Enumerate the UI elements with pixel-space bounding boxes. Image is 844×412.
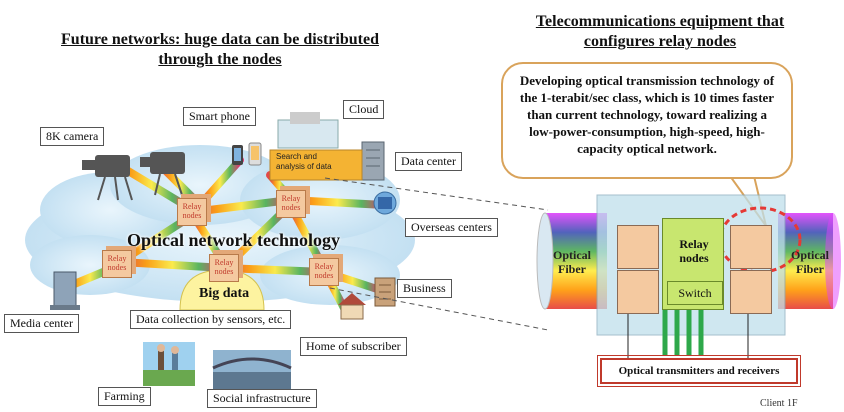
label-social-infrastructure: Social infrastructure: [207, 389, 317, 408]
right-transceiver-top: [730, 225, 772, 269]
smartphone-icon: [232, 142, 262, 166]
data-center-building: [361, 141, 385, 181]
camera-icon: [82, 152, 185, 201]
right-title-line1: Telecommunications equipment that: [535, 13, 785, 30]
left-title-line2: through the nodes: [158, 51, 282, 68]
optical-fiber-right-label: Optical Fiber: [791, 248, 829, 276]
relay-node: Relay nodes: [209, 254, 239, 282]
label-overseas-centers: Overseas centers: [405, 218, 498, 237]
relay-node: Relay nodes: [177, 198, 207, 226]
dashed-connectors: [324, 177, 549, 331]
label-farming: Farming: [98, 387, 151, 406]
search-analysis-box: [269, 149, 363, 181]
transmitters-box: Optical transmitters and receivers: [597, 355, 801, 387]
client-label: Client 1F: [760, 398, 798, 409]
home-icon: [338, 293, 366, 320]
right-title-line2: configures relay nodes: [583, 33, 737, 50]
relay-nodes-label: Relay nodes: [679, 237, 709, 265]
right-title: Telecommunications equipment that config…: [500, 12, 820, 52]
farming-picture: [143, 342, 195, 386]
left-transceiver-bottom: [617, 270, 659, 314]
right-transceiver-bottom: [730, 270, 772, 314]
left-transceiver-top: [617, 225, 659, 269]
label-business: Business: [397, 279, 452, 298]
cloud-server-top: [290, 112, 320, 124]
cloud-servers: [277, 119, 339, 149]
big-data-label: Big data: [199, 286, 250, 301]
label-home-of-subscriber: Home of subscriber: [300, 337, 407, 356]
label-data-center: Data center: [395, 152, 462, 171]
relay-node: Relay nodes: [102, 250, 132, 278]
search-analysis-text: Search and analysis of data: [276, 152, 332, 171]
label-cloud: Cloud: [343, 100, 385, 119]
switch-label: Switch: [667, 281, 723, 305]
social-infrastructure-picture: [212, 350, 292, 390]
network-title: Optical network technology: [127, 230, 340, 250]
left-title-line1: Future networks: huge data can be distri…: [61, 31, 379, 48]
label-sensors: Data collection by sensors, etc.: [130, 310, 292, 329]
media-center-building: [50, 271, 80, 310]
label-8k-camera: 8K camera: [40, 127, 105, 146]
overseas-centers-icon: [373, 191, 397, 215]
switch-box: Relay nodes Switch: [662, 218, 724, 310]
relay-node: Relay nodes: [309, 258, 339, 286]
optical-fiber-left-label: Optical Fiber: [553, 248, 591, 276]
business-building: [374, 277, 396, 307]
label-media-center: Media center: [4, 314, 79, 333]
left-title: Future networks: huge data can be distri…: [20, 30, 420, 70]
tech-description-bubble: Developing optical transmission technolo…: [501, 62, 793, 179]
label-smart-phone: Smart phone: [183, 107, 256, 126]
relay-node: Relay nodes: [276, 190, 306, 218]
